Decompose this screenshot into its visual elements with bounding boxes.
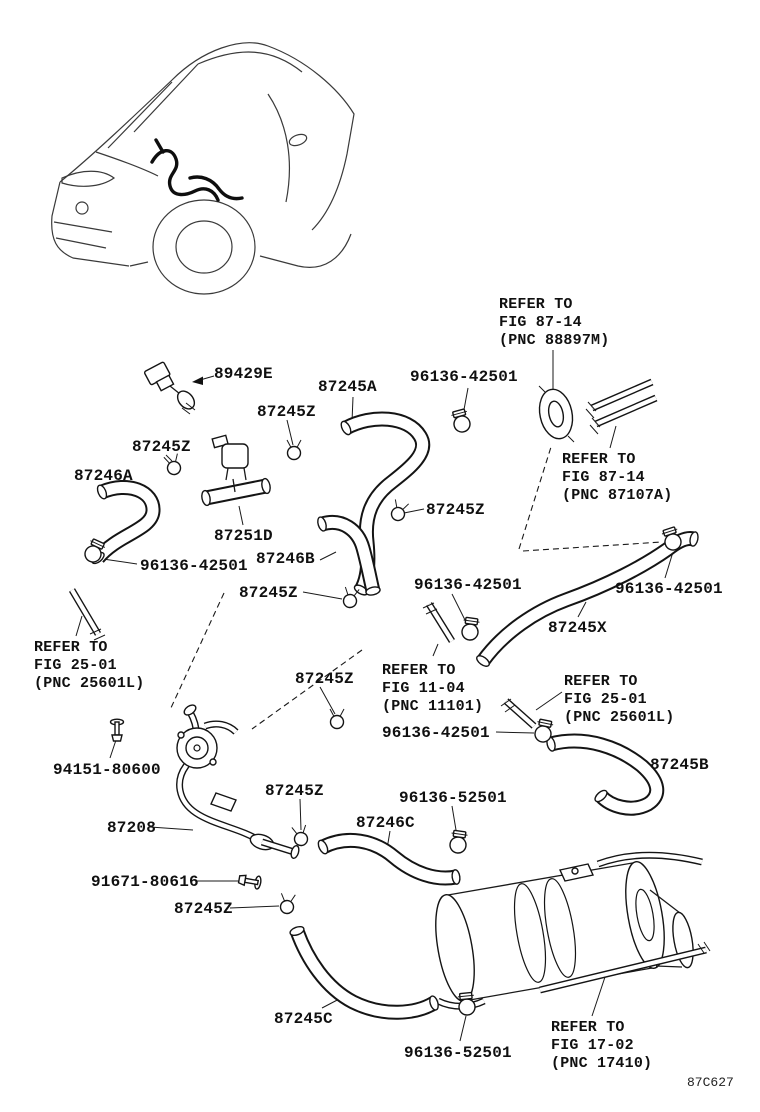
part-label-87245a: 87245A bbox=[318, 378, 377, 396]
part-label-94151-80600: 94151-80600 bbox=[53, 761, 161, 779]
part-label-87251d: 87251D bbox=[214, 527, 273, 545]
note-line: (PNC 88897M) bbox=[499, 332, 610, 349]
note-line: REFER TO bbox=[499, 296, 573, 313]
hose-87245a bbox=[340, 411, 431, 596]
part-label-96136-42501-a: 96136-42501 bbox=[410, 368, 518, 386]
part-label-96136-42501-b: 96136-42501 bbox=[140, 557, 248, 575]
part-label-89429e: 89429E bbox=[214, 365, 273, 383]
hose-87245x bbox=[476, 531, 699, 667]
pipe-assembly-87208 bbox=[176, 704, 300, 859]
hose-87245b bbox=[546, 733, 665, 816]
part-label-87245z-b: 87245Z bbox=[132, 438, 191, 456]
hose-87245c bbox=[289, 925, 439, 1020]
pipe-11101 bbox=[422, 602, 455, 643]
note-line: FIG 87-14 bbox=[499, 314, 582, 331]
part-label-87245c: 87245C bbox=[274, 1010, 333, 1028]
note-fig-25-01-left: REFER TO FIG 25-01 (PNC 25601L) bbox=[34, 639, 144, 693]
part-label-96136-42501-e: 96136-42501 bbox=[382, 724, 490, 742]
part-label-87245z-d: 87245Z bbox=[239, 584, 298, 602]
pipe-25601l-right bbox=[500, 698, 537, 729]
note-fig-25-01-right: REFER TO FIG 25-01 (PNC 25601L) bbox=[564, 673, 674, 727]
part-label-96136-42501-d: 96136-42501 bbox=[615, 580, 723, 598]
hose-87246b bbox=[317, 515, 381, 596]
grommet-88897m bbox=[538, 385, 575, 443]
part-label-87246b: 87246B bbox=[256, 550, 315, 568]
dashed-reference-lines bbox=[169, 446, 663, 730]
part-label-96136-52501-a: 96136-52501 bbox=[399, 789, 507, 807]
part-label-91671-80616: 91671-80616 bbox=[91, 873, 199, 891]
note-line: REFER TO bbox=[382, 662, 456, 679]
note-line: FIG 11-04 bbox=[382, 680, 465, 697]
note-fig-87-14-88897m: REFER TO FIG 87-14 (PNC 88897M) bbox=[499, 296, 609, 350]
part-label-96136-52501-b: 96136-52501 bbox=[404, 1044, 512, 1062]
part-label-96136-42501-c: 96136-42501 bbox=[414, 576, 522, 594]
note-line: REFER TO bbox=[564, 673, 638, 690]
part-label-87245z-c: 87245Z bbox=[426, 501, 485, 519]
car-sketch bbox=[51, 42, 355, 295]
note-line: (PNC 25601L) bbox=[34, 675, 145, 692]
note-line: (PNC 11101) bbox=[382, 698, 484, 715]
note-line: (PNC 25601L) bbox=[564, 709, 675, 726]
water-valve-87251d bbox=[201, 434, 271, 507]
note-line: (PNC 17410) bbox=[551, 1055, 653, 1072]
hose-87246c bbox=[317, 832, 461, 886]
note-line: FIG 87-14 bbox=[562, 469, 645, 486]
part-label-87208: 87208 bbox=[107, 819, 157, 837]
note-line: FIG 17-02 bbox=[551, 1037, 634, 1054]
part-label-87245z-a: 87245Z bbox=[257, 403, 316, 421]
note-line: REFER TO bbox=[562, 451, 636, 468]
figure-code: 87C627 bbox=[687, 1075, 734, 1090]
exhaust-heat-recovery-unit bbox=[435, 851, 711, 1010]
note-line: (PNC 87107A) bbox=[562, 487, 673, 504]
note-fig-17-02: REFER TO FIG 17-02 (PNC 17410) bbox=[551, 1019, 652, 1073]
sensor-89429e bbox=[144, 361, 196, 415]
part-label-87245z-g: 87245Z bbox=[174, 900, 233, 918]
note-fig-87-14-87107a: REFER TO FIG 87-14 (PNC 87107A) bbox=[562, 451, 672, 505]
pipes-87107a bbox=[585, 378, 658, 435]
note-line: REFER TO bbox=[34, 639, 108, 656]
note-line: REFER TO bbox=[551, 1019, 625, 1036]
part-label-87245b: 87245B bbox=[650, 756, 709, 774]
note-fig-11-04: REFER TO FIG 11-04 (PNC 11101) bbox=[382, 662, 483, 716]
car-hose-highlight bbox=[150, 138, 244, 202]
note-line: FIG 25-01 bbox=[564, 691, 647, 708]
note-line: FIG 25-01 bbox=[34, 657, 117, 674]
part-label-87245x: 87245X bbox=[548, 619, 607, 637]
pipe-25601l-left bbox=[68, 588, 106, 641]
part-label-87246a: 87246A bbox=[74, 467, 133, 485]
part-label-87246c: 87246C bbox=[356, 814, 415, 832]
part-label-87245z-f: 87245Z bbox=[265, 782, 324, 800]
part-label-87245z-e: 87245Z bbox=[295, 670, 354, 688]
